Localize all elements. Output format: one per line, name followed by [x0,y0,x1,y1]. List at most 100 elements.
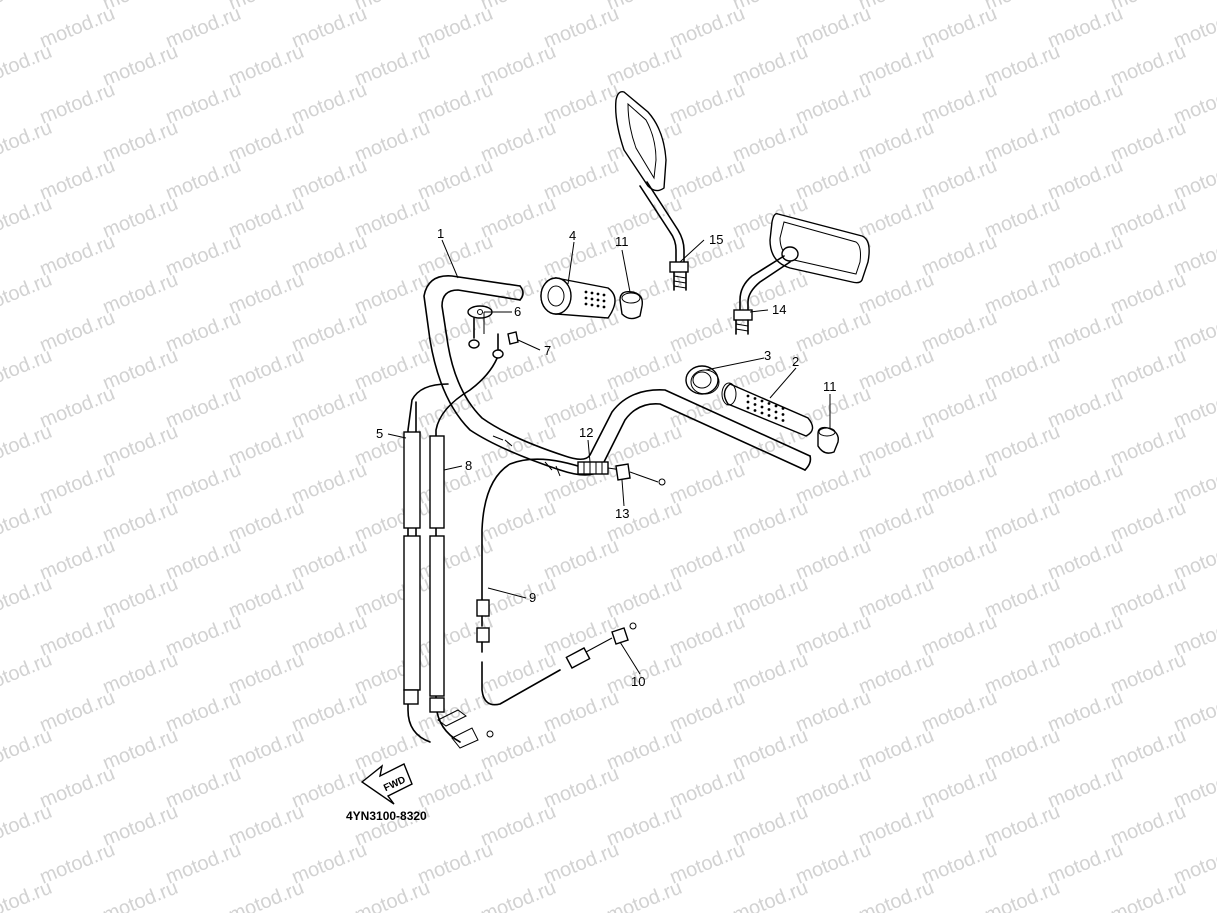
watermark-text: motod.ru [478,725,559,775]
watermark-text: motod.ru [352,421,433,471]
watermark-text: motod.ru [982,573,1063,623]
watermark-text: motod.ru [37,611,118,661]
watermark-text: motod.ru [1108,345,1189,395]
watermark-text: motod.ru [856,573,937,623]
watermark-text: motod.ru [352,269,433,319]
watermark-text: motod.ru [415,155,496,205]
watermark-text: motod.ru [667,231,748,281]
watermark-text: motod.ru [352,725,433,775]
watermark-text: motod.ru [982,421,1063,471]
watermark-text: motod.ru [604,421,685,471]
watermark-text: motod.ru [478,877,559,913]
watermark-text: motod.ru [289,687,370,737]
grip-end-upper [619,290,643,320]
watermark-text: motod.ru [415,839,496,889]
fwd-arrow: FWD [360,763,413,805]
watermark-text: motod.ru [478,649,559,699]
watermark-text: motod.ru [1045,155,1126,205]
watermark-text: motod.ru [604,345,685,395]
grip-texture-dot [746,406,750,410]
watermark-text: motod.ru [856,193,937,243]
watermark-text: motod.ru [226,725,307,775]
grip-texture-dot [746,394,750,398]
throttle-collar [685,365,720,395]
watermark-text: motod.ru [163,3,244,53]
grip-texture-dot [590,291,594,295]
watermark-text: motod.ru [289,383,370,433]
callout-numbers: 1 2 3 4 5 6 7 8 9 10 11 11 12 13 14 15 [376,226,837,689]
callout-7: 7 [544,343,551,358]
watermark-text: motod.ru [982,649,1063,699]
callout-6: 6 [514,304,521,319]
watermark-text: motod.ru [352,41,433,91]
watermark-text: motod.ru [730,877,811,913]
watermark-text: motod.ru [982,877,1063,913]
watermark-text: motod.ru [163,307,244,357]
watermark-text: motod.ru [289,155,370,205]
watermark-text: motod.ru [226,801,307,851]
grip-texture-dot [781,419,785,422]
watermark-text: motod.ru [0,193,55,243]
watermark-text: motod.ru [919,687,1000,737]
watermark-text: motod.ru [793,155,874,205]
watermark-text: motod.ru [667,687,748,737]
callout-11-upper: 11 [615,234,629,249]
grip-texture-dot [590,297,594,301]
watermark-text: motod.ru [37,763,118,813]
watermark-text: motod.ru [163,79,244,129]
watermark-text: motod.ru [730,41,811,91]
watermark-text: motod.ru [226,117,307,167]
grip-texture-dot [774,404,778,408]
watermark-text: motod.ru [352,345,433,395]
watermark-text: motod.ru [541,687,622,737]
watermark-text: motod.ru [1045,3,1126,53]
grip-texture-dot [753,397,757,400]
watermark-text: motod.ru [541,839,622,889]
watermark-text: motod.ru [1108,117,1189,167]
left-mirror [614,90,689,291]
watermark-text: motod.ru [0,117,55,167]
watermark-text: motod.ru [100,649,181,699]
left-grip [540,277,616,319]
watermark-text: motod.ru [856,421,937,471]
watermark-text: motod.ru [1108,649,1189,699]
watermark-text: motod.ru [100,41,181,91]
right-mirror [733,212,870,335]
watermark-text: motod.ru [1045,231,1126,281]
callout-12: 12 [579,425,593,440]
watermark-text: motod.ru [415,3,496,53]
watermark-text: motod.ru [352,877,433,913]
watermark-text: motod.ru [100,497,181,547]
watermark-text: motod.ru [982,117,1063,167]
grip-texture-dot [760,411,764,415]
watermark-text: motod.ru [1108,877,1189,913]
callout-14: 14 [772,302,786,317]
callout-4: 4 [569,228,576,243]
watermark-text: motod.ru [919,535,1000,585]
watermark-text: motod.ru [982,801,1063,851]
watermark-text: motod.ru [667,839,748,889]
watermark-text: motod.ru [289,79,370,129]
watermark-text: motod.ru [793,763,874,813]
watermark-text: motod.ru [541,155,622,205]
watermark-text: motod.ru [604,877,685,913]
watermark-text: motod.ru [1108,497,1189,547]
watermark-text: motod.ru [37,231,118,281]
watermark-text: motod.ru [0,573,55,623]
watermark-text: motod.ru [856,725,937,775]
grip-texture-dot [602,299,606,303]
watermark-text: motod.ru [793,3,874,53]
watermark-text: motod.ru [604,801,685,851]
watermark-text: motod.ru [0,801,55,851]
watermark-text: motod.ru [100,269,181,319]
watermark-text: motod.ru [982,725,1063,775]
watermark-text: motod.ru [856,41,937,91]
watermark-text: motod.ru [982,269,1063,319]
watermark-text: motod.ru [1108,41,1189,91]
watermark-text: motod.ru [289,611,370,661]
watermark-text: motod.ru [478,117,559,167]
callout-10: 10 [631,674,645,689]
watermark-text: motod.ru [730,497,811,547]
